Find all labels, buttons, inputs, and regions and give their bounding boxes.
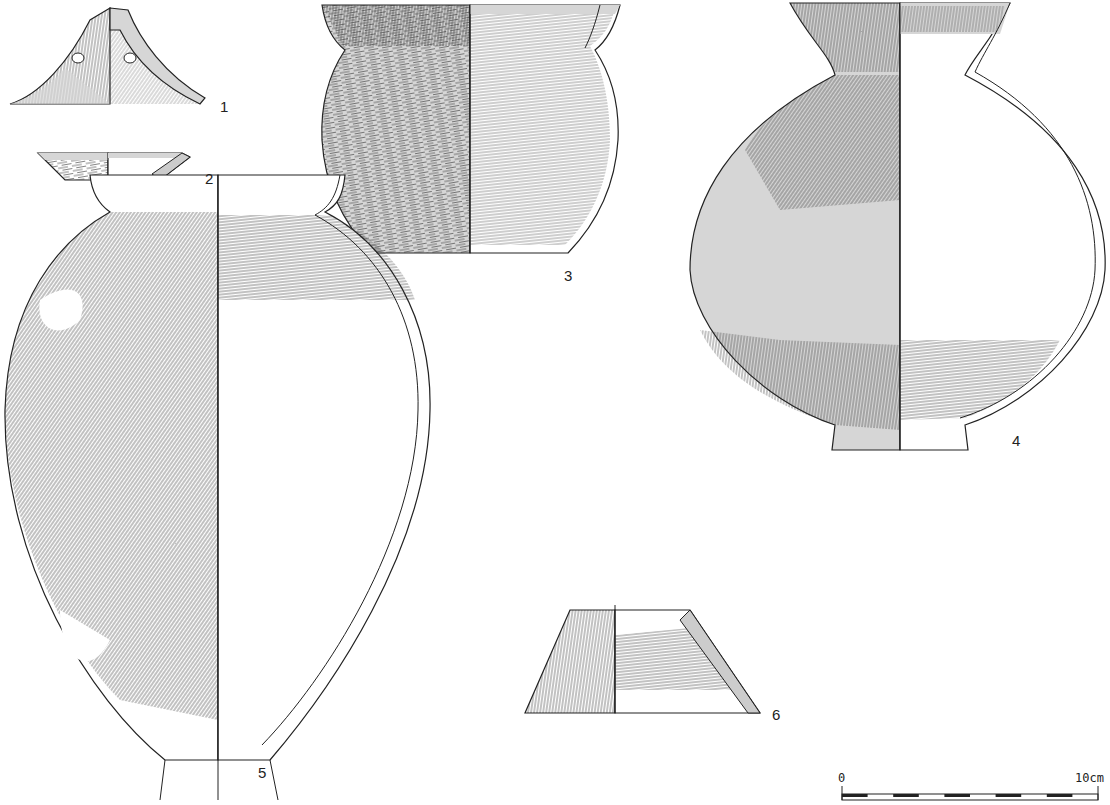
callout-number: 3 <box>564 268 572 283</box>
scale-bar <box>842 786 1098 800</box>
callout-number: 2 <box>205 171 213 186</box>
callout-number: 6 <box>772 707 780 722</box>
callout-number: 5 <box>258 765 266 780</box>
scale-text: 10cm <box>1075 772 1104 784</box>
vessel-4 <box>690 3 1105 450</box>
vessel-5 <box>5 175 430 800</box>
vessel-1 <box>10 8 205 104</box>
vessel-3 <box>322 5 620 253</box>
scale-text: 0 <box>838 772 845 784</box>
callout-number: 1 <box>220 99 228 114</box>
vessel-6 <box>525 605 760 713</box>
callout-number: 4 <box>1012 433 1020 448</box>
